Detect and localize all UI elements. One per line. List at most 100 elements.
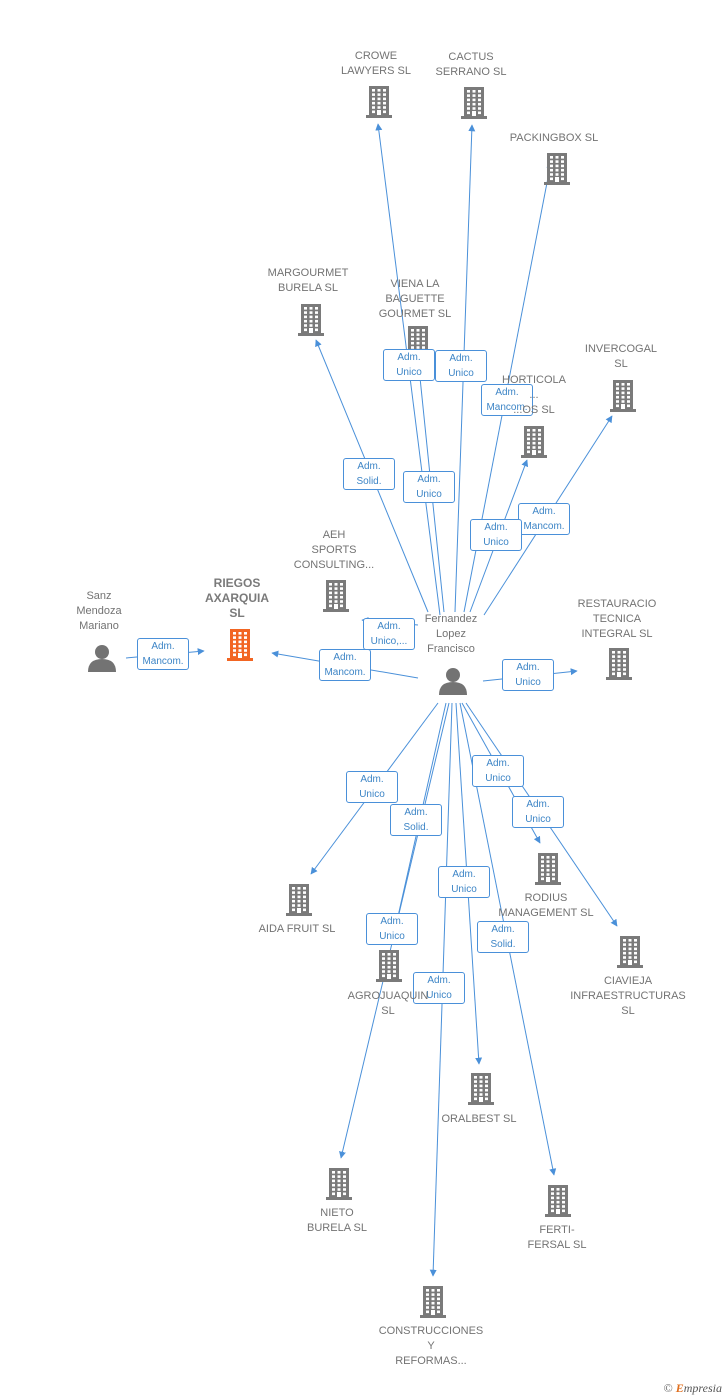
node-label-line: Francisco xyxy=(427,643,475,655)
edge-label-aeh[interactable]: Adm.Unico,... xyxy=(363,618,415,650)
brand-rest: mpresia xyxy=(683,1381,722,1395)
footer-credit: © Empresia xyxy=(664,1381,722,1396)
node-label-ferti[interactable]: FERTI-FERSAL SL xyxy=(487,1223,627,1253)
edge-label-line: Mancom. xyxy=(486,402,528,413)
edge-label-nieto[interactable]: Adm.Unico xyxy=(366,913,418,945)
building-icon-rodius[interactable] xyxy=(535,853,561,885)
node-label-line: RODIUS xyxy=(524,892,568,904)
edge-label-margourmet[interactable]: Adm. Solid. xyxy=(343,458,395,490)
edge-label-line: Adm. xyxy=(357,461,381,472)
node-label-packingbox[interactable]: PACKINGBOX SL xyxy=(484,131,624,146)
node-label-line: CIAVIEJA xyxy=(603,975,653,987)
building-icon-aida[interactable] xyxy=(286,884,312,916)
building-icon-ferti[interactable] xyxy=(545,1185,571,1217)
node-label-line: AIDA FRUIT SL xyxy=(258,923,336,935)
icons-layer xyxy=(88,86,643,1318)
edge-label-line: Solid. xyxy=(356,476,382,487)
edge-label-restauracio[interactable]: Adm.Unico xyxy=(502,659,554,691)
building-icon-agrojuaquin[interactable] xyxy=(376,950,402,982)
building-icon-oralbest[interactable] xyxy=(468,1073,494,1105)
edge-label-riegos[interactable]: Adm.Mancom. xyxy=(319,649,371,681)
edge-label-line: Unico xyxy=(515,677,541,688)
node-label-line: Lopez xyxy=(436,628,466,640)
edge-label-packingbox[interactable]: Adm. Mancom. xyxy=(481,384,533,416)
edge-label-aida[interactable]: Adm.Unico xyxy=(346,771,398,803)
node-label-oralbest[interactable]: ORALBEST SL xyxy=(409,1112,549,1127)
edge-label-line: Adm. xyxy=(417,474,441,485)
building-icon-nieto[interactable] xyxy=(326,1168,352,1200)
building-icon-construcciones[interactable] xyxy=(420,1286,446,1318)
building-icon-packingbox[interactable] xyxy=(544,153,570,185)
node-label-line: Fernandez xyxy=(424,613,478,625)
node-label-line: PACKINGBOX SL xyxy=(509,132,599,144)
edge-label-line: Unico,... xyxy=(370,636,408,647)
node-label-line: SERRANO SL xyxy=(435,66,507,78)
edge-label-line: Adm. xyxy=(486,758,510,769)
edge-label-rodius[interactable]: Adm. Unico xyxy=(472,755,524,787)
node-label-line: Sanz xyxy=(86,590,112,602)
node-label-line: Mendoza xyxy=(76,605,122,617)
node-label-aida[interactable]: AIDA FRUIT SL xyxy=(227,922,367,937)
edge-label-crowe[interactable]: Adm.Unico xyxy=(383,349,435,381)
node-label-ciavieja[interactable]: CIAVIEJA INFRAESTRUCTURAS SL xyxy=(558,974,698,1019)
edge-label-horticola[interactable]: Adm.Unico xyxy=(470,519,522,551)
node-label-line: FERSAL SL xyxy=(527,1239,587,1251)
edge-label-ciavieja[interactable]: Adm.Unico xyxy=(512,796,564,828)
node-label-rodius[interactable]: RODIUS MANAGEMENT SL xyxy=(476,891,616,921)
edge-label-line: Unico xyxy=(525,814,551,825)
node-label-line: VIENA LA xyxy=(390,278,440,290)
node-label-horticola[interactable]: HORTICOLA......OS SL xyxy=(464,373,604,418)
building-icon-crowe[interactable] xyxy=(366,86,392,118)
node-label-line: LAWYERS SL xyxy=(341,65,411,77)
edge-label-cactus[interactable]: Adm.Unico xyxy=(435,350,487,382)
edge-label-line: Unico xyxy=(426,990,452,1001)
person-icon-fernandez[interactable] xyxy=(439,668,467,695)
brand-initial: E xyxy=(675,1381,684,1395)
node-label-line: SL xyxy=(621,1005,635,1017)
edge-label-line: Adm. xyxy=(532,506,556,517)
building-icon-aeh[interactable] xyxy=(323,580,349,612)
edge-label-ferti[interactable]: Adm.Solid. xyxy=(477,921,529,953)
edge-label-agrojuaquin[interactable]: Adm.Solid. xyxy=(390,804,442,836)
copyright-symbol: © xyxy=(663,1381,673,1395)
edge-label-construcciones[interactable]: Adm.Unico xyxy=(413,972,465,1004)
node-label-line: RESTAURACIO xyxy=(577,598,657,610)
building-icon-margourmet[interactable] xyxy=(298,304,324,336)
node-label-line: REFORMAS... xyxy=(395,1355,467,1367)
person-icon-sanz[interactable] xyxy=(88,645,116,672)
node-label-line: AEH xyxy=(322,529,346,541)
building-icon-horticola[interactable] xyxy=(521,426,547,458)
building-icon-invercogal[interactable] xyxy=(610,380,636,412)
node-label-line: ... xyxy=(529,389,539,401)
node-label-line: INFRAESTRUCTURAS xyxy=(570,990,686,1002)
building-icon-restauracio[interactable] xyxy=(606,648,632,680)
brand-logo[interactable]: Empresia xyxy=(676,1381,722,1395)
edge-label-viena[interactable]: Adm.Unico xyxy=(403,471,455,503)
building-icon-cactus[interactable] xyxy=(461,87,487,119)
node-label-line: NIETO xyxy=(320,1207,354,1219)
edge-label-line: Unico xyxy=(485,773,511,784)
edge-label-riegos-sanz[interactable]: Adm.Mancom. xyxy=(137,638,189,670)
edge-label-line: Adm. xyxy=(495,387,519,398)
building-icon-ciavieja[interactable] xyxy=(617,936,643,968)
edge-label-line: Adm. xyxy=(360,774,384,785)
edge-label-line: Unico xyxy=(483,537,509,548)
node-label-line: MANAGEMENT SL xyxy=(498,907,594,919)
edge-label-oralbest[interactable]: Adm.Unico xyxy=(438,866,490,898)
building-icon-riegos[interactable] xyxy=(227,629,253,661)
edge-label-invercogal[interactable]: Adm.Mancom. xyxy=(518,503,570,535)
